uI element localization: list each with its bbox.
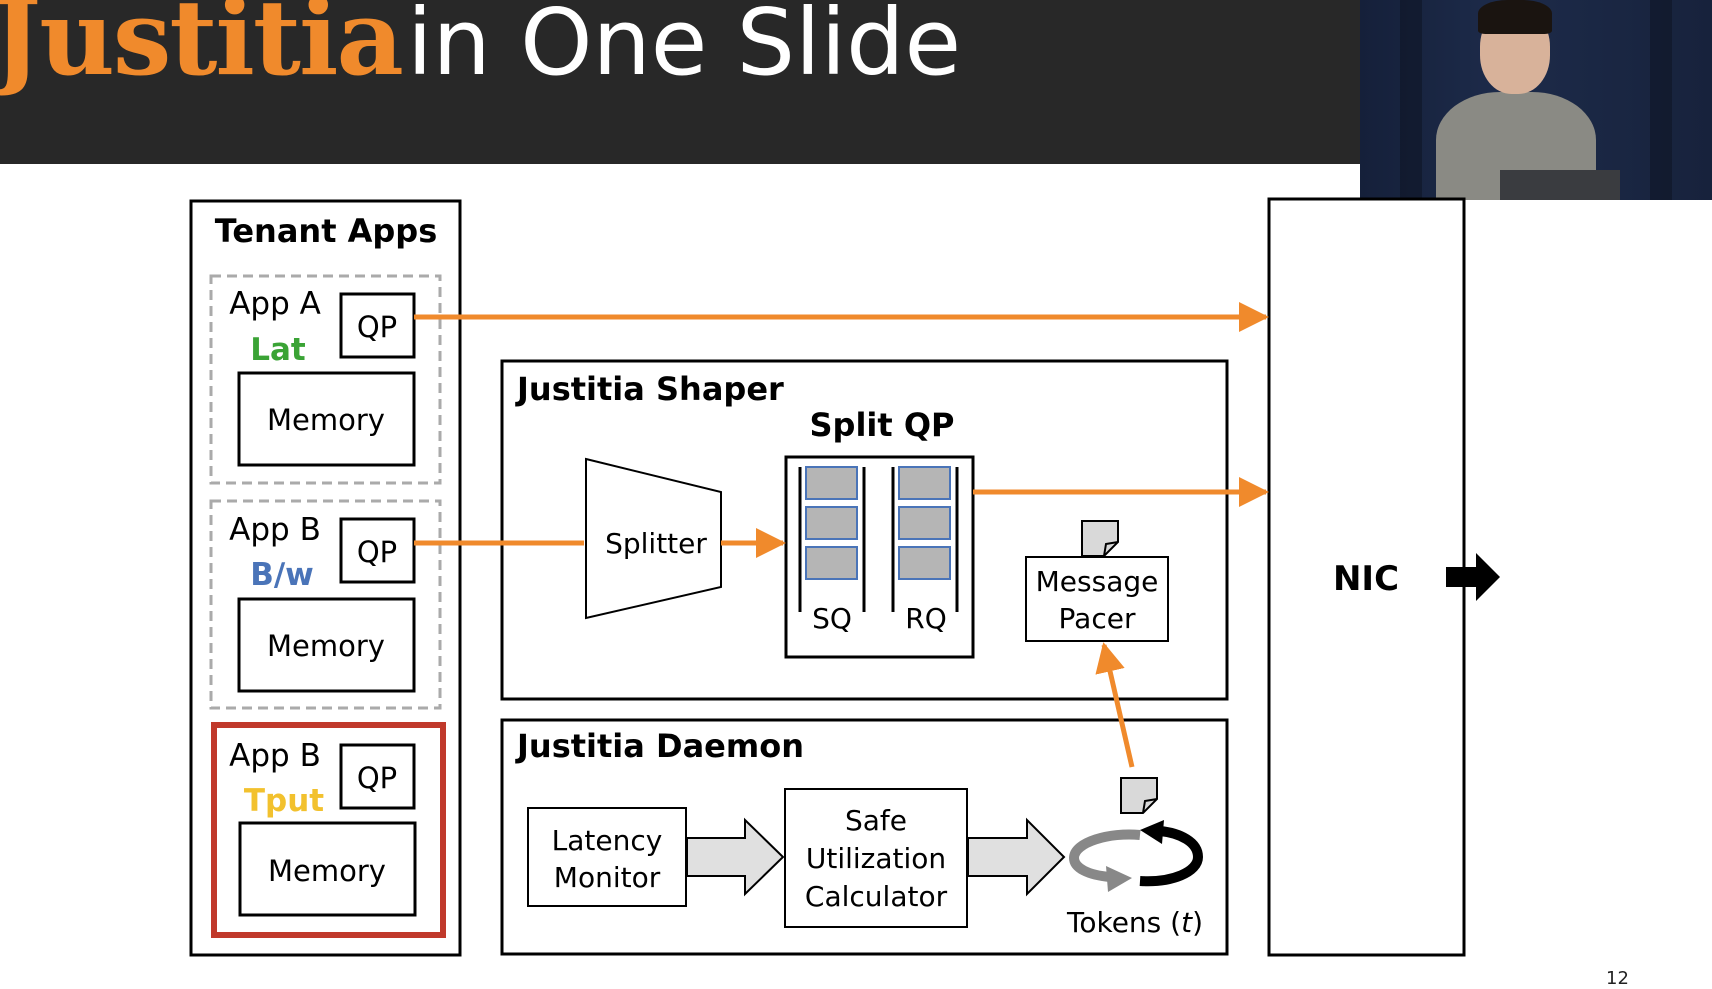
block-arrow-calc-to-tokens <box>967 817 1066 897</box>
latency-monitor-line1: Latency <box>552 824 663 857</box>
message-doc-fold <box>1103 541 1119 557</box>
sq-slot <box>805 506 858 540</box>
token-cycle-arc-gray <box>1068 829 1141 882</box>
app-b-bw-memory <box>237 597 416 693</box>
rq-slot <box>898 466 951 500</box>
app-b-bw-qp-label: QP <box>357 535 397 569</box>
tokens-var: t <box>1181 906 1193 939</box>
latency-monitor-line2: Monitor <box>554 861 661 894</box>
app-b-tput-box <box>211 722 446 938</box>
app-b-bw-qp <box>339 517 416 584</box>
message-pacer-box <box>1025 556 1169 642</box>
title-rest: in One Slide <box>406 0 962 96</box>
rq-label: RQ <box>905 602 947 635</box>
app-b-tput-tag: Tput <box>244 783 324 819</box>
speaker-laptop <box>1500 170 1620 200</box>
tenant-apps-title: Tenant Apps <box>215 212 438 250</box>
message-pacer-line1: Message <box>1036 565 1159 598</box>
token-cycle-head-black <box>1140 820 1164 844</box>
app-a-memory-label: Memory <box>267 403 385 437</box>
tokens-close: ) <box>1192 906 1203 939</box>
app-b-bw-tag: B/w <box>250 557 314 593</box>
block-arrow-monitor-to-calc <box>686 817 785 897</box>
rq-slot <box>898 506 951 540</box>
curtain-fold <box>1650 0 1672 200</box>
page-number: 12 <box>1606 968 1629 989</box>
token-cycle-arc-black <box>1139 826 1204 887</box>
app-a-box <box>209 274 442 485</box>
arrow-tokens-to-pacer <box>1095 642 1135 768</box>
nic-output-arrow-icon <box>1446 553 1500 601</box>
calculator-line1: Safe <box>845 804 907 837</box>
app-a-qp <box>339 292 416 359</box>
splitter-label: Splitter <box>605 527 707 560</box>
token-doc-icon <box>1120 777 1158 814</box>
tenant-apps-box <box>189 199 462 957</box>
app-b-tput-memory <box>238 821 417 917</box>
shaper-box <box>500 359 1229 701</box>
tokens-label: Tokens (t) <box>1066 906 1203 939</box>
app-b-bw-name: App B <box>229 512 321 548</box>
split-qp-title: Split QP <box>810 406 955 444</box>
splitter-shape <box>585 457 722 620</box>
app-b-bw-box <box>209 499 442 710</box>
daemon-box <box>500 718 1229 956</box>
speaker-video <box>1360 0 1712 200</box>
tokens-text: Tokens ( <box>1066 906 1181 939</box>
app-a-qp-label: QP <box>357 310 397 344</box>
daemon-title: Justitia Daemon <box>515 727 804 765</box>
rq-slot <box>898 546 951 580</box>
app-b-tput-name: App B <box>229 738 321 774</box>
sq-slot <box>805 546 858 580</box>
calculator-box <box>784 788 968 928</box>
app-b-tput-qp-label: QP <box>357 761 397 795</box>
latency-monitor-box <box>527 807 687 907</box>
app-b-bw-memory-label: Memory <box>267 629 385 663</box>
sq-label: SQ <box>812 602 852 635</box>
curtain-fold <box>1400 0 1422 200</box>
shaper-title: Justitia Shaper <box>515 370 784 408</box>
slide-title: Justitia in One Slide <box>0 0 961 90</box>
app-a-memory <box>237 371 416 467</box>
message-pacer-line2: Pacer <box>1059 602 1136 635</box>
calculator-line3: Calculator <box>805 880 948 913</box>
app-a-name: App A <box>229 286 321 322</box>
app-b-tput-qp <box>339 743 416 810</box>
token-doc-fold <box>1142 798 1158 814</box>
token-cycle-head-gray <box>1106 866 1132 892</box>
app-b-tput-memory-label: Memory <box>268 854 386 888</box>
title-brand: Justitia <box>0 0 404 99</box>
sq-slot <box>805 466 858 500</box>
message-doc-icon <box>1081 520 1119 557</box>
calculator-line2: Utilization <box>806 842 946 875</box>
nic-label: NIC <box>1333 559 1399 599</box>
speaker-hair <box>1478 0 1552 34</box>
app-a-tag: Lat <box>250 332 306 368</box>
